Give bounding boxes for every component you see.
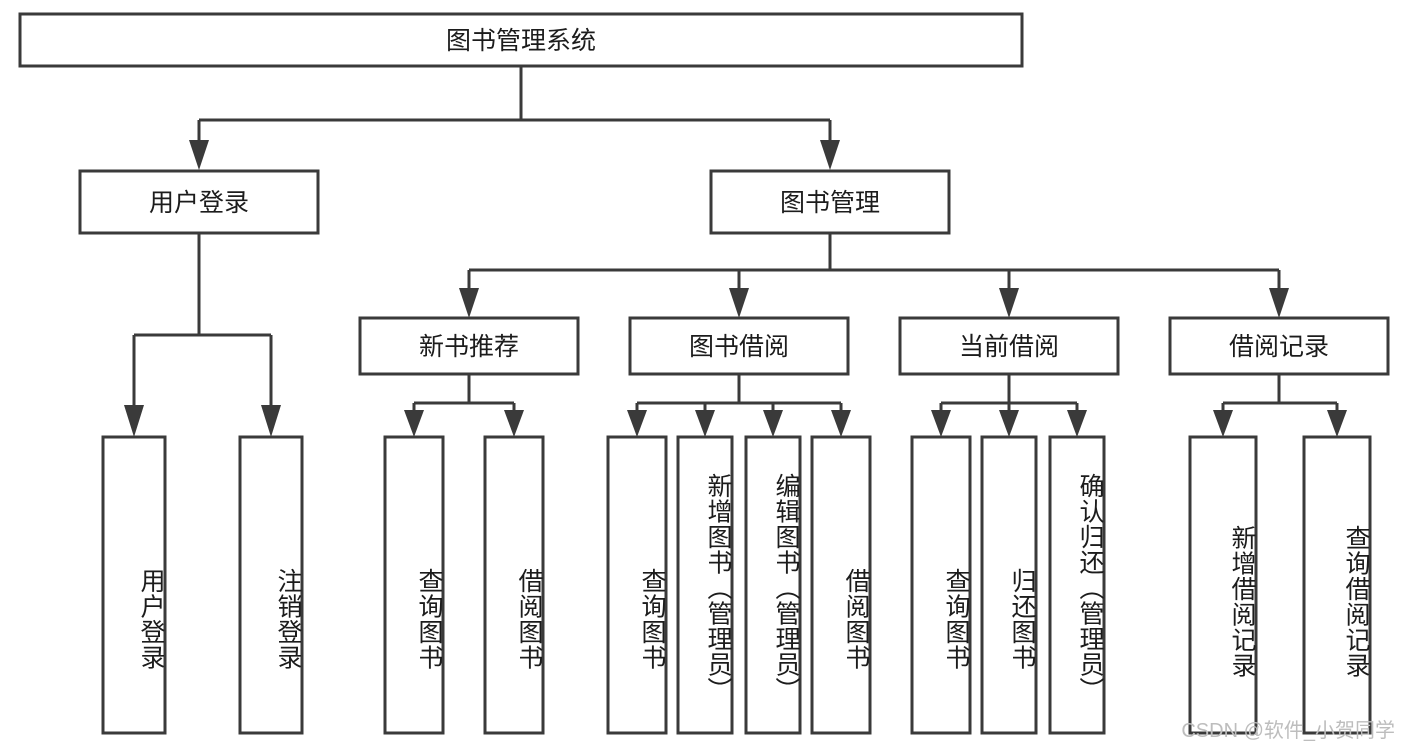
node-leaf-confirm-return-admin[interactable]	[1048, 435, 1106, 735]
node-borrow-record[interactable]: 借阅记录	[1168, 316, 1390, 376]
node-root[interactable]: 图书管理系统	[18, 12, 1024, 68]
arrow-head-new-book-recommend	[459, 288, 479, 318]
arrow-head-leaf-edit-book-admin	[763, 410, 783, 437]
node-leaf-borrow-books-rec[interactable]	[483, 435, 545, 735]
node-borrow-record-label: 借阅记录	[1229, 333, 1329, 361]
arrow-head-book-borrow	[729, 288, 749, 318]
node-leaf-add-book-admin[interactable]	[676, 435, 734, 735]
arrow-head-leaf-add-book-admin	[695, 410, 715, 437]
csdn-watermark: CSDN @软件_小贺同学	[1181, 720, 1395, 742]
node-new-book-recommend[interactable]: 新书推荐	[358, 316, 580, 376]
arrow-head-leaf-query-borrow-record	[1327, 410, 1347, 437]
node-leaf-edit-book-admin[interactable]	[744, 435, 802, 735]
arrow-head-leaf-query-books-rec	[404, 410, 424, 437]
node-new-book-recommend-label: 新书推荐	[419, 333, 519, 361]
node-current-borrow-label: 当前借阅	[959, 333, 1059, 361]
node-leaf-return-books[interactable]	[980, 435, 1038, 735]
connectors-layer	[124, 66, 1347, 437]
nodes-layer: 图书管理系统 用户登录 图书管理 新书推荐 图书借阅 当前	[18, 12, 1390, 735]
node-leaf-query-books-rec[interactable]	[383, 435, 445, 735]
arrow-head-borrow-record	[1269, 288, 1289, 318]
node-book-management[interactable]: 图书管理	[709, 169, 951, 235]
arrow-head-leaf-add-borrow-record	[1213, 410, 1233, 437]
node-root-label: 图书管理系统	[446, 27, 596, 55]
arrow-head-leaf-borrow-books-rec	[504, 410, 524, 437]
node-book-borrow[interactable]: 图书借阅	[628, 316, 850, 376]
node-leaf-query-books-current[interactable]	[910, 435, 972, 735]
node-leaf-query-books-borrow[interactable]	[606, 435, 668, 735]
node-leaf-logout-login[interactable]	[238, 435, 304, 735]
arrow-head-leaf-borrow-books	[831, 410, 851, 437]
node-leaf-borrow-books[interactable]	[810, 435, 872, 735]
arrow-head-leaf-user-login	[124, 405, 144, 437]
arrow-head-current-borrow	[999, 288, 1019, 318]
arrow-head-leaf-confirm-return-admin	[1067, 410, 1087, 437]
node-leaf-user-login[interactable]	[101, 435, 167, 735]
arrow-head-leaf-return-books	[999, 410, 1019, 437]
node-user-login[interactable]: 用户登录	[78, 169, 320, 235]
node-leaf-add-borrow-record[interactable]	[1188, 435, 1258, 735]
node-current-borrow[interactable]: 当前借阅	[898, 316, 1120, 376]
arrow-head-leaf-query-books-borrow	[627, 410, 647, 437]
node-book-borrow-label: 图书借阅	[689, 333, 789, 361]
node-user-login-label: 用户登录	[149, 189, 249, 217]
arrow-head-user-login	[189, 140, 209, 170]
arrow-head-leaf-logout-login	[261, 405, 281, 437]
arrow-head-leaf-query-books-current	[931, 410, 951, 437]
node-book-management-label: 图书管理	[780, 189, 880, 217]
node-leaf-query-borrow-record[interactable]	[1302, 435, 1372, 735]
arrow-head-book-management	[820, 140, 840, 170]
